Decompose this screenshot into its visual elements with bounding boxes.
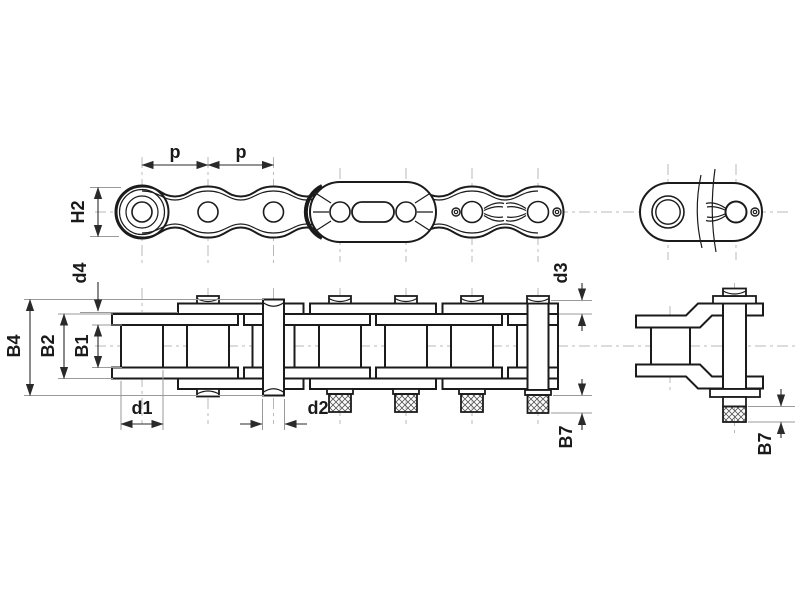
offset-pin-hatched-end xyxy=(722,405,747,423)
dimension-pin-head: d4 xyxy=(70,262,178,313)
spring-clip xyxy=(451,202,562,222)
break-lines xyxy=(696,168,717,253)
end-pin xyxy=(524,295,552,414)
dimension-pin-extension-offset: B7 xyxy=(748,389,795,456)
dimension-pin-dia: d2 xyxy=(240,398,329,430)
spring-clip-end xyxy=(705,202,727,222)
master-link-plate xyxy=(303,181,437,243)
extended-pins xyxy=(326,388,486,413)
dimension-over-pins: B4 xyxy=(4,298,264,397)
label-pin-head-dia: d4 xyxy=(70,262,90,283)
dimensions: p p H2 B4 B2 B1 xyxy=(4,142,795,456)
dimension-over-inner-plates: B2 xyxy=(38,313,113,380)
label-plate-height: H2 xyxy=(68,200,88,223)
offset-link-view xyxy=(635,287,764,423)
dimension-pin-extension-plan: B7 xyxy=(551,379,592,449)
label-roller-dia: d1 xyxy=(131,398,152,418)
label-over-inner-plates: B2 xyxy=(38,334,58,357)
dimension-sleeve: d3 xyxy=(551,262,592,331)
label-inner-width: B1 xyxy=(72,334,92,357)
label-pin-extension-offset: B7 xyxy=(755,432,775,455)
connecting-pin xyxy=(262,298,285,397)
roller-circles xyxy=(114,184,550,240)
label-pin-extension-plan: B7 xyxy=(556,425,576,448)
dimension-pitch: p p xyxy=(141,142,275,170)
chain-plan-view xyxy=(111,295,559,414)
label-sleeve-dia: d3 xyxy=(551,262,571,283)
label-pitch-1: p xyxy=(170,142,181,162)
label-over-pins: B4 xyxy=(4,334,24,357)
label-pitch-2: p xyxy=(236,142,247,162)
offset-pin xyxy=(722,302,747,390)
label-pin-dia: d2 xyxy=(307,398,328,418)
master-link-fan-lines xyxy=(313,193,433,231)
dimension-roller-dia: d1 xyxy=(120,370,164,430)
chain-side-view xyxy=(114,181,565,243)
dimension-plate-height: H2 xyxy=(68,186,121,238)
offset-roller xyxy=(650,326,691,366)
link-end-view xyxy=(639,168,763,253)
dimension-inner-width: B1 xyxy=(72,324,122,369)
